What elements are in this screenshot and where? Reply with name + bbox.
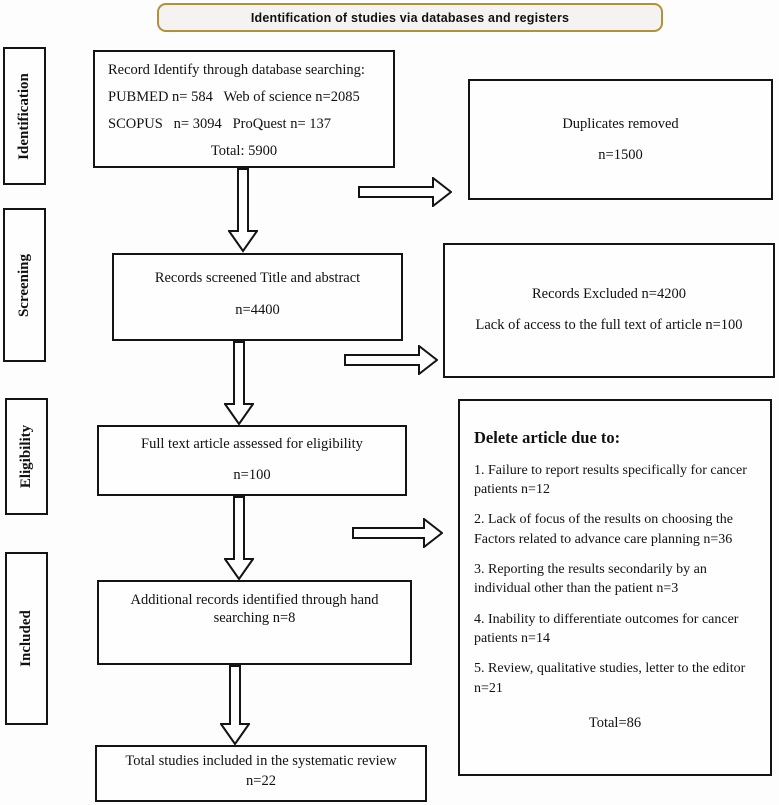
- box-full-text-assessed: Full text article assessed for eligibili…: [97, 425, 407, 496]
- db-search-heading: Record Identify through database searchi…: [108, 62, 365, 78]
- stage-label-text: Included: [18, 610, 35, 667]
- stage-label-text: Identification: [16, 72, 33, 160]
- full-text-count: n=100: [233, 467, 271, 484]
- banner-title-text: Identification of studies via databases …: [250, 10, 570, 25]
- excluded-label: Records Excluded n=4200: [532, 286, 686, 302]
- delete-reason-1: 1. Failure to report results specificall…: [474, 462, 747, 498]
- delete-reasons-heading: Delete article due to:: [474, 428, 621, 447]
- stage-label-text: Eligibility: [18, 424, 35, 489]
- banner-title: Identification of studies via databases …: [157, 3, 663, 32]
- stage-label-identification: Identification: [3, 47, 46, 185]
- screened-count: n=4400: [235, 302, 280, 319]
- box-duplicates-removed: Duplicates removed n=1500: [468, 79, 773, 200]
- arrow-right-icon: [352, 518, 443, 548]
- box-hand-search: Additional records identified through ha…: [97, 580, 412, 665]
- stage-label-eligibility: Eligibility: [5, 398, 48, 515]
- db-search-counts-2: SCOPUS n= 3094 ProQuest n= 137: [108, 116, 332, 133]
- duplicates-label: Duplicates removed: [562, 115, 679, 132]
- delete-reason-2: 2. Lack of focus of the results on choos…: [474, 512, 733, 547]
- arrow-down-icon: [228, 168, 258, 253]
- screened-label: Records screened Title and abstract: [154, 270, 361, 286]
- box-records-screened: Records screened Title and abstract n=44…: [112, 253, 403, 341]
- stage-label-included: Included: [5, 552, 48, 725]
- box-database-search: Record Identify through database searchi…: [93, 50, 395, 168]
- arrow-right-icon: [344, 345, 438, 375]
- delete-reason-4: 4. Inability to differentiate outcomes f…: [474, 611, 739, 646]
- box-delete-reasons: Delete article due to: 1. Failure to rep…: [458, 399, 772, 776]
- duplicates-count: n=1500: [598, 147, 643, 163]
- included-count: n=22: [246, 773, 276, 790]
- arrow-down-icon: [224, 341, 254, 426]
- excluded-detail: Lack of access to the full text of artic…: [475, 317, 743, 334]
- arrow-down-icon: [224, 496, 254, 581]
- stage-label-screening: Screening: [3, 208, 46, 362]
- delete-reason-3: 3. Reporting the results secondarily by …: [474, 562, 707, 597]
- delete-reasons-total: Total=86: [588, 714, 642, 731]
- box-included-total: Total studies included in the systematic…: [95, 745, 427, 802]
- box-records-excluded: Records Excluded n=4200 Lack of access t…: [443, 243, 775, 378]
- db-search-total: Total: 5900: [210, 143, 278, 160]
- delete-reason-5: 5. Review, qualitative studies, letter t…: [474, 661, 746, 696]
- included-label: Total studies included in the systematic…: [125, 753, 397, 769]
- arrow-right-icon: [358, 177, 452, 207]
- db-search-counts-1: PUBMED n= 584 Web of science n=2085: [108, 89, 360, 106]
- arrow-down-icon: [220, 665, 250, 746]
- hand-search-label: Additional records identified through ha…: [130, 592, 379, 627]
- full-text-label: Full text article assessed for eligibili…: [141, 436, 363, 452]
- stage-label-text: Screening: [16, 253, 32, 317]
